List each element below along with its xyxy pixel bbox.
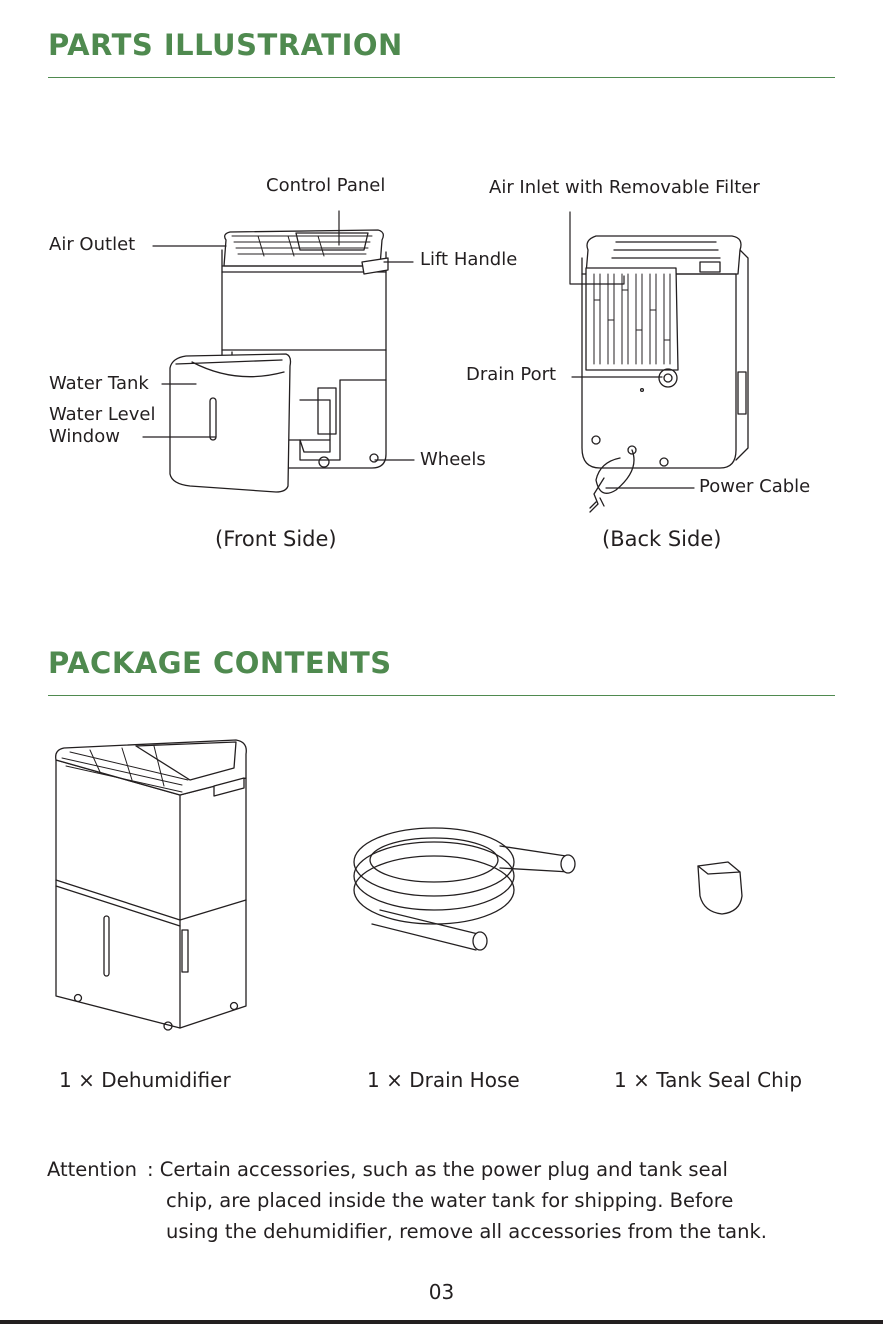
front-side-label: (Front Side)	[215, 527, 337, 551]
package-item-dehumidifier: 1 × Dehumidifier	[59, 1068, 231, 1092]
back-dehumidifier-drawing	[582, 236, 748, 512]
callout-air-outlet: Air Outlet	[49, 234, 136, 255]
package-drain-hose-drawing	[354, 828, 575, 950]
callout-control-panel: Control Panel	[266, 175, 386, 196]
back-side-label: (Back Side)	[602, 527, 722, 551]
callout-lift-handle: Lift Handle	[420, 249, 518, 270]
callout-water-tank: Water Tank	[49, 373, 149, 394]
package-contents-title: PACKAGE CONTENTS	[48, 646, 392, 680]
attention-label: Attention	[47, 1158, 137, 1181]
package-tank-seal-chip-drawing	[698, 862, 742, 914]
callout-wheels: Wheels	[420, 449, 486, 470]
parts-illustration	[0, 0, 883, 620]
attention-line-1: : Certain accessories, such as the power…	[147, 1158, 728, 1181]
callout-power-cable: Power Cable	[699, 476, 811, 497]
page-number: 03	[428, 1280, 455, 1304]
attention-line-2: chip, are placed inside the water tank f…	[166, 1189, 734, 1212]
front-dehumidifier-drawing	[170, 230, 388, 492]
attention-line-3: using the dehumidifier, remove all acces…	[166, 1220, 767, 1243]
parts-illustration-title: PARTS ILLUSTRATION	[48, 28, 403, 62]
callout-water-level-line1: Water Level	[49, 404, 156, 425]
callout-drain-port: Drain Port	[466, 364, 557, 385]
callout-leader-lines	[143, 211, 694, 488]
callout-water-level-line2: Window	[49, 426, 120, 447]
package-item-tank-seal-chip: 1 × Tank Seal Chip	[614, 1068, 803, 1092]
package-title-rule	[48, 695, 835, 696]
package-dehumidifier-drawing	[56, 740, 247, 1030]
package-item-drain-hose: 1 × Drain Hose	[367, 1068, 520, 1092]
callout-air-inlet: Air Inlet with Removable Filter	[489, 177, 760, 198]
page-bottom-edge	[0, 1320, 883, 1324]
parts-title-rule	[48, 77, 835, 78]
